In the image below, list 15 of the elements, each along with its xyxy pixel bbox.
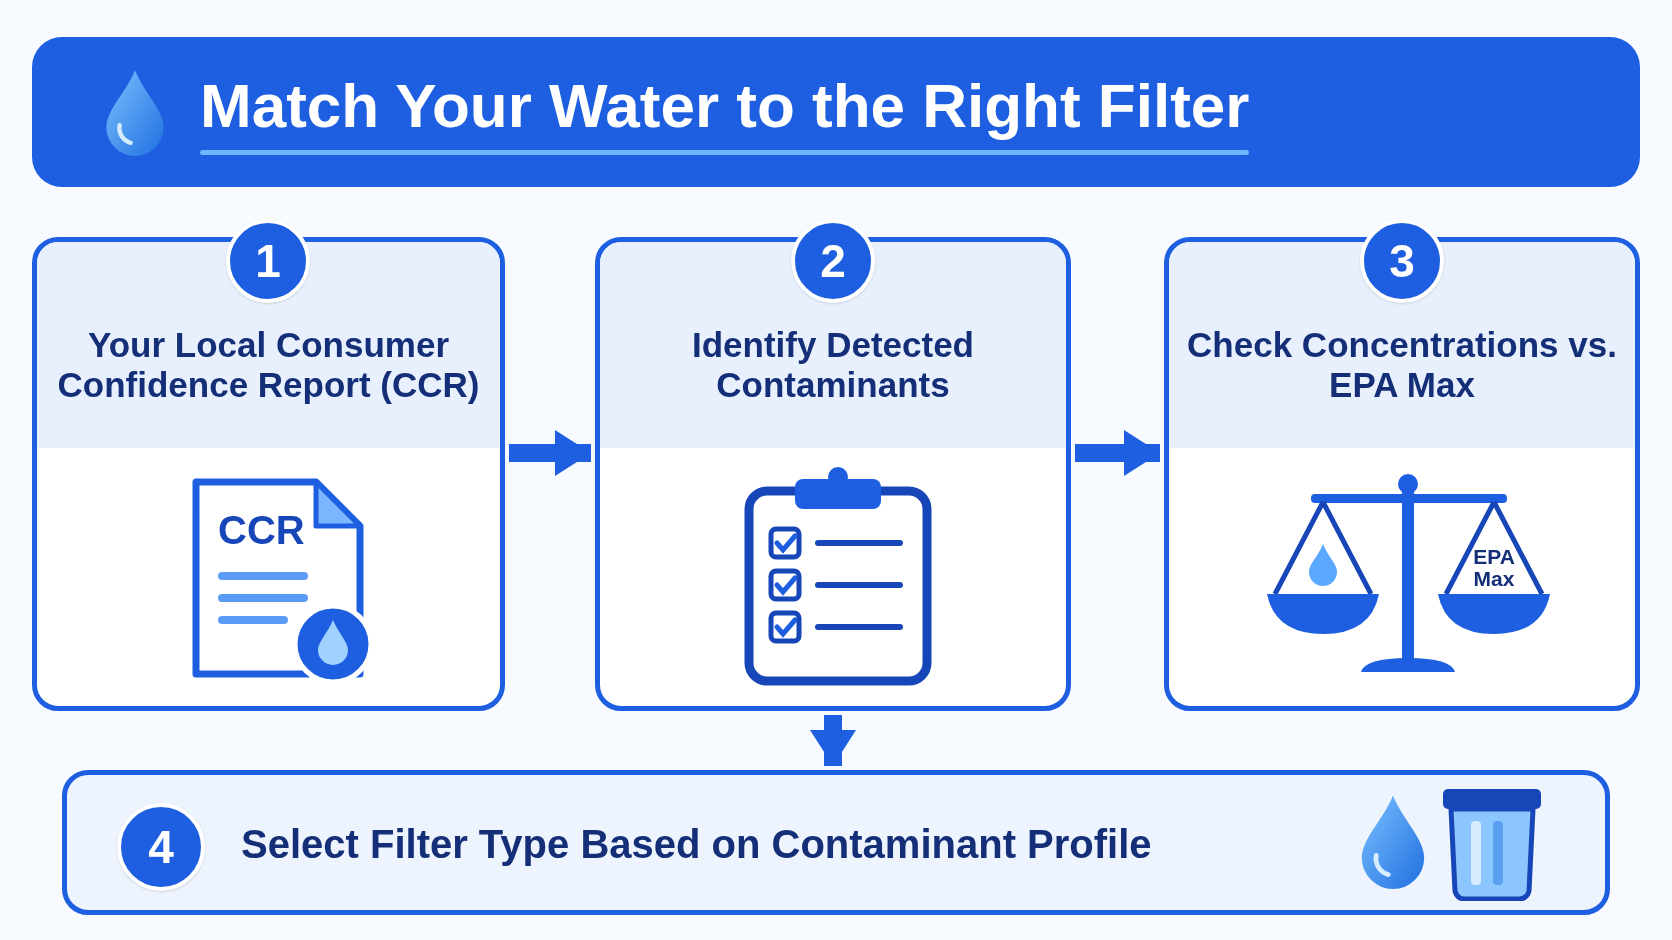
title: Match Your Water to the Right Filter xyxy=(200,69,1250,142)
step-card xyxy=(1164,237,1640,711)
scale-label: EPA Max xyxy=(1472,546,1516,590)
step-heading: Your Local Consumer Confidence Report (CCR) xyxy=(56,325,481,405)
flow-arrow xyxy=(810,715,856,766)
step-card xyxy=(595,237,1071,711)
step-number-badge: 4 xyxy=(117,803,205,891)
document-label: CCR xyxy=(218,508,305,552)
result-bar xyxy=(62,770,1610,915)
flow-arrow xyxy=(509,430,591,476)
flow-arrow xyxy=(1075,430,1160,476)
step-heading: Check Concentrations vs. EPA Max xyxy=(1186,325,1618,405)
step-heading: Identify Detected Contaminants xyxy=(691,325,975,405)
step-card xyxy=(32,237,505,711)
result-text: Select Filter Type Based on Contaminant Profile xyxy=(241,821,1152,867)
